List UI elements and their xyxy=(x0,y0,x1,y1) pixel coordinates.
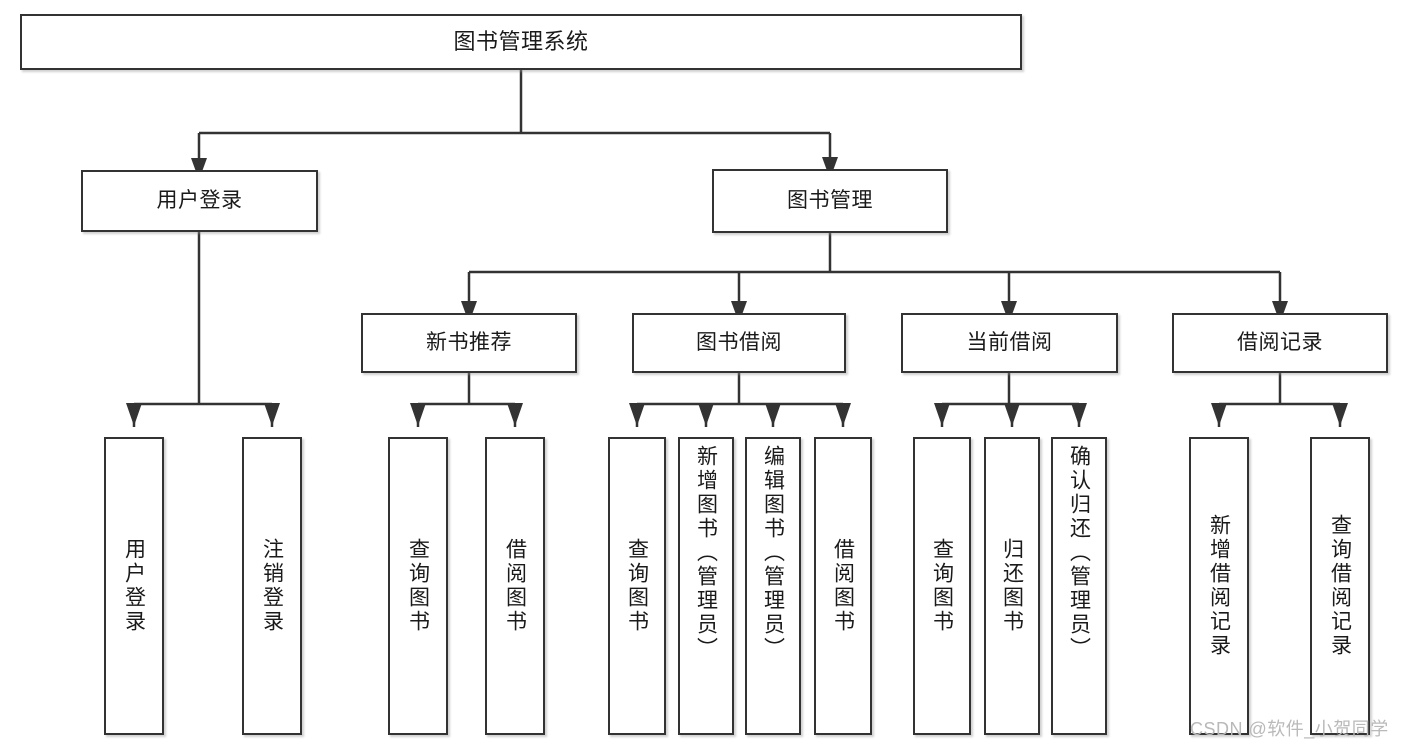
leaf-add-book-admin[interactable]: 新增图书（管理员） xyxy=(678,437,734,735)
leaf-add-borrow-record-label: 新增借阅记录 xyxy=(1207,514,1231,658)
node-book-management[interactable]: 图书管理 xyxy=(712,169,948,233)
node-root-label: 图书管理系统 xyxy=(453,29,589,55)
leaf-query-book-new[interactable]: 查询图书 xyxy=(388,437,448,735)
leaf-query-book-borrow[interactable]: 查询图书 xyxy=(608,437,666,735)
leaf-user-login[interactable]: 用户登录 xyxy=(104,437,164,735)
leaf-edit-book-admin-label: 编辑图书（管理员） xyxy=(761,445,785,661)
leaf-add-borrow-record[interactable]: 新增借阅记录 xyxy=(1189,437,1249,735)
node-new-book-recommend[interactable]: 新书推荐 xyxy=(361,313,577,373)
leaf-confirm-return-admin[interactable]: 确认归还（管理员） xyxy=(1051,437,1107,735)
leaf-query-book-current[interactable]: 查询图书 xyxy=(913,437,971,735)
leaf-query-book-new-label: 查询图书 xyxy=(406,538,430,634)
leaf-query-book-current-label: 查询图书 xyxy=(930,538,954,634)
node-book-borrow[interactable]: 图书借阅 xyxy=(632,313,846,373)
leaf-borrow-book-new-label: 借阅图书 xyxy=(503,538,527,634)
csdn-watermark: CSDN @软件_小贺同学 xyxy=(1190,719,1389,739)
leaf-add-book-admin-label: 新增图书（管理员） xyxy=(694,445,718,661)
leaf-confirm-return-admin-label: 确认归还（管理员） xyxy=(1067,445,1091,661)
node-user-login-label: 用户登录 xyxy=(156,188,243,212)
node-borrow-records[interactable]: 借阅记录 xyxy=(1172,313,1388,373)
leaf-query-borrow-record-label: 查询借阅记录 xyxy=(1328,514,1352,658)
node-new-book-recommend-label: 新书推荐 xyxy=(426,330,512,354)
leaf-logout-label: 注销登录 xyxy=(260,538,284,634)
leaf-borrow-book-new[interactable]: 借阅图书 xyxy=(485,437,545,735)
leaf-query-book-borrow-label: 查询图书 xyxy=(625,538,649,634)
node-root[interactable]: 图书管理系统 xyxy=(20,14,1022,70)
leaf-borrow-book[interactable]: 借阅图书 xyxy=(814,437,872,735)
node-current-borrow-label: 当前借阅 xyxy=(966,330,1053,354)
node-current-borrow[interactable]: 当前借阅 xyxy=(901,313,1118,373)
leaf-logout[interactable]: 注销登录 xyxy=(242,437,302,735)
leaf-return-book[interactable]: 归还图书 xyxy=(984,437,1040,735)
leaf-return-book-label: 归还图书 xyxy=(1000,538,1024,634)
node-book-borrow-label: 图书借阅 xyxy=(696,330,782,354)
node-borrow-records-label: 借阅记录 xyxy=(1237,330,1323,354)
node-book-management-label: 图书管理 xyxy=(787,188,873,212)
leaf-edit-book-admin[interactable]: 编辑图书（管理员） xyxy=(745,437,801,735)
leaf-query-borrow-record[interactable]: 查询借阅记录 xyxy=(1310,437,1370,735)
leaf-user-login-label: 用户登录 xyxy=(122,538,146,634)
node-user-login[interactable]: 用户登录 xyxy=(81,170,318,232)
leaf-borrow-book-label: 借阅图书 xyxy=(831,538,855,634)
